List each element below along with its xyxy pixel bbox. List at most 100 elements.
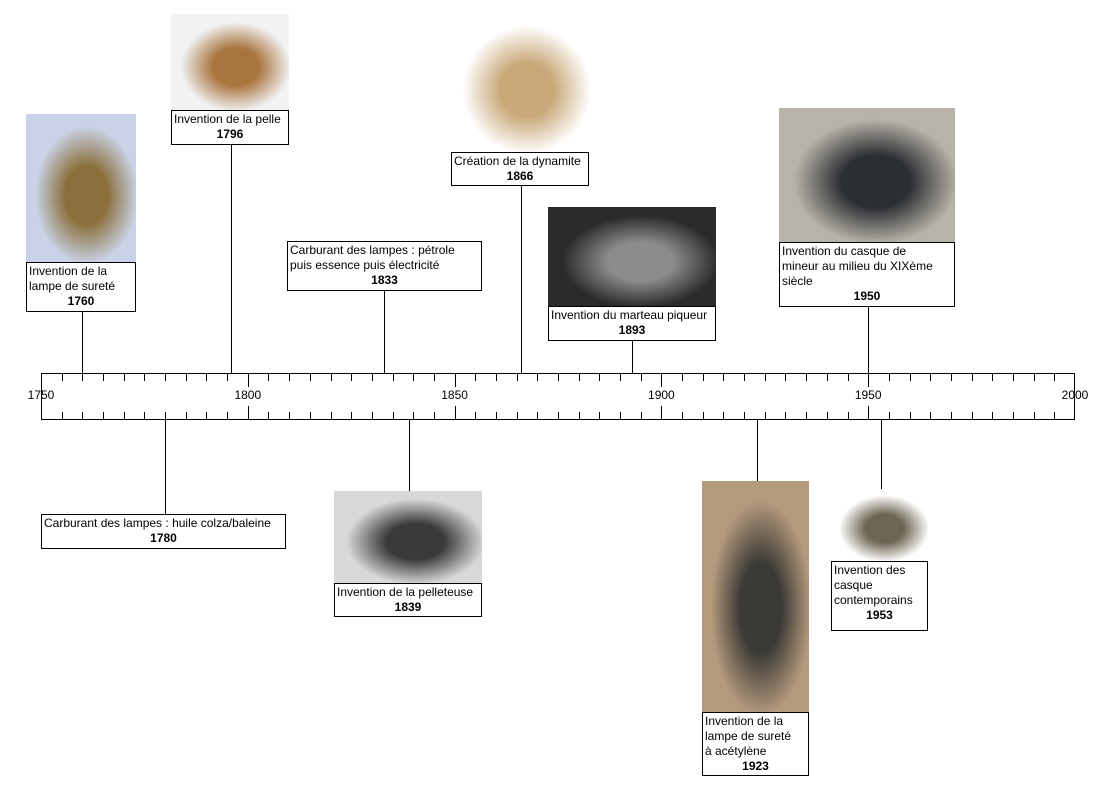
- axis-tick: [351, 373, 352, 381]
- event-1893-year: 1893: [618, 323, 646, 337]
- axis-tick: [351, 412, 352, 420]
- event-1760-title-line: Invention de la: [29, 264, 108, 278]
- connector-line: [165, 420, 166, 514]
- axis-tick: [599, 412, 600, 420]
- axis-tick: [103, 373, 104, 381]
- axis-tick: [124, 373, 125, 381]
- event-1833-title-line: puis essence puis électricité: [290, 258, 440, 272]
- event-1923-title-line: Invention de la: [705, 714, 784, 728]
- axis-tick: [579, 373, 580, 381]
- axis-tick: [475, 412, 476, 420]
- axis-tick: [641, 412, 642, 420]
- axis-year-label: 1950: [854, 388, 882, 402]
- axis-tick: [517, 412, 518, 420]
- axis-tick: [661, 406, 662, 420]
- axis-tick: [268, 412, 269, 420]
- axis-tick: [558, 412, 559, 420]
- event-1923-title-line: lampe de sureté: [705, 729, 792, 743]
- connector-line: [409, 420, 410, 491]
- axis-tick: [827, 373, 828, 381]
- event-1780-year: 1780: [150, 531, 177, 545]
- axis-tick: [496, 412, 497, 420]
- axis-tick: [517, 373, 518, 381]
- axis-tick: [537, 412, 538, 420]
- event-1796-title-line: Invention de la pelle: [174, 112, 281, 126]
- acetylene-lamp-photo: [702, 481, 809, 712]
- axis-tick: [413, 373, 414, 381]
- axis-tick: [475, 373, 476, 381]
- axis-tick: [289, 412, 290, 420]
- axis-tick: [496, 373, 497, 381]
- axis-tick: [434, 412, 435, 420]
- axis-tick: [144, 373, 145, 381]
- axis-tick: [455, 373, 456, 387]
- connector-line: [757, 420, 758, 481]
- event-1760-title-line: lampe de sureté: [29, 279, 116, 293]
- event-1950-year: 1950: [853, 289, 881, 303]
- event-1866-title-line: Création de la dynamite: [454, 154, 581, 168]
- axis-tick: [910, 373, 911, 381]
- axis-tick: [930, 412, 931, 420]
- event-1923-title-line: à acétylène: [705, 744, 767, 758]
- axis-tick: [599, 373, 600, 381]
- axis-tick: [165, 373, 166, 381]
- axis-tick: [827, 412, 828, 420]
- excavator-photo: [334, 491, 482, 583]
- axis-tick: [248, 373, 249, 387]
- axis-tick: [992, 373, 993, 381]
- connector-line: [632, 341, 633, 373]
- axis-tick: [806, 412, 807, 420]
- axis-tick: [765, 412, 766, 420]
- axis-tick: [579, 412, 580, 420]
- connector-line: [521, 186, 522, 373]
- axis-tick: [744, 412, 745, 420]
- axis-tick: [785, 373, 786, 381]
- axis-tick: [972, 373, 973, 381]
- axis-tick: [723, 373, 724, 381]
- connector-line: [231, 145, 232, 373]
- event-1796-year: 1796: [216, 127, 244, 141]
- axis-tick: [1054, 412, 1055, 420]
- event-1950-title-line: mineur au milieu du XIXème: [782, 259, 933, 273]
- safety-lamp-photo: [26, 114, 136, 262]
- axis-tick: [703, 373, 704, 381]
- axis-tick: [124, 412, 125, 420]
- connector-line: [82, 312, 83, 373]
- axis-tick: [393, 412, 394, 420]
- modern-helmet-photo: [831, 489, 928, 561]
- axis-tick: [620, 412, 621, 420]
- axis-tick: [248, 406, 249, 420]
- axis-tick: [951, 373, 952, 381]
- connector-line: [881, 420, 882, 489]
- axis-tick: [1034, 373, 1035, 381]
- axis-tick: [310, 412, 311, 420]
- axis-tick: [661, 373, 662, 387]
- axis-year-label: 2000: [1061, 388, 1089, 402]
- axis-tick: [227, 412, 228, 420]
- axis-tick: [331, 373, 332, 381]
- jackhammer-miner-photo: [548, 207, 716, 306]
- axis-tick: [103, 412, 104, 420]
- event-1953-title-line: Invention des: [834, 563, 906, 577]
- axis-tick: [806, 373, 807, 381]
- axis-tick: [413, 412, 414, 420]
- event-1950-title-line: siècle: [782, 274, 813, 288]
- axis-tick: [641, 373, 642, 381]
- event-1923-year: 1923: [742, 759, 769, 773]
- event-1950-title-line: Invention du casque de: [782, 244, 907, 258]
- axis-tick: [723, 412, 724, 420]
- axis-tick: [765, 373, 766, 381]
- axis-year-label: 1850: [441, 388, 468, 402]
- connector-line: [384, 291, 385, 373]
- axis-tick: [682, 373, 683, 381]
- shovels-photo: [171, 14, 289, 110]
- axis-tick: [744, 373, 745, 381]
- axis-year-label: 1800: [234, 388, 262, 402]
- axis-tick: [227, 373, 228, 381]
- axis-tick: [186, 373, 187, 381]
